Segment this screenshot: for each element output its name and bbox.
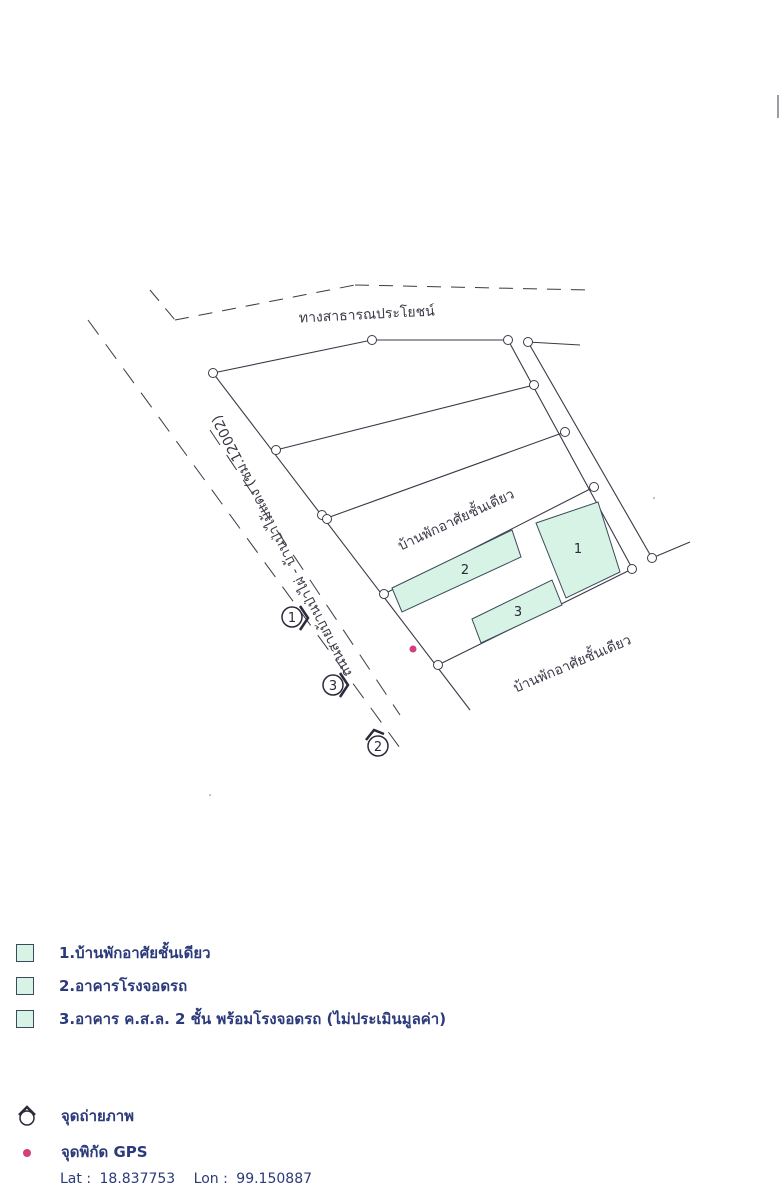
lon-label: Lon : [193,1171,228,1187]
lon-value: 99.150887 [236,1171,313,1187]
building-3-number: 3 [514,605,522,620]
photo-point-icon [18,1105,36,1126]
photo-point-3-number: 3 [329,679,337,694]
gps-point [409,645,417,653]
building-1 [535,501,621,599]
legend-gps-point: จุดพิกัด GPS [16,1140,148,1164]
public-way-label: ทางสาธารณประโยชน์ [298,302,435,326]
legend-item-3: 3.อาคาร ค.ส.ล. 2 ชั้น พร้อมโรงจอดรถ (ไม่… [16,1007,446,1031]
legend-label-3: 3.อาคาร ค.ส.ล. 2 ชั้น พร้อมโรงจอดรถ (ไม่… [59,1010,447,1028]
legend-swatch-1 [16,944,34,962]
gps-point-icon [23,1149,31,1157]
road-label: ถนนสายบ้านป่าไผ่ - บ้านป่าไม้แดง (ชม.120… [208,412,356,680]
legend-item-2: 2.อาคารโรงจอดรถ [16,974,187,998]
legend-photo-point: จุดถ่ายภาพ [16,1104,134,1128]
lat-value: 18.837753 [99,1171,176,1187]
gps-coordinates: Lat : 18.837753 Lon : 99.150887 [60,1171,316,1187]
buildings [391,501,621,644]
survey-markers [208,335,657,670]
photo-point-1: 1 [281,605,310,631]
legend-label-1: 1.บ้านพักอาศัยชั้นเดียว [59,944,211,962]
building-3 [471,579,563,644]
legend-item-1: 1.บ้านพักอาศัยชั้นเดียว [16,941,211,965]
photo-point-1-number: 1 [288,611,296,626]
legend-label-2: 2.อาคารโรงจอดรถ [59,977,188,995]
photo-point-2-number: 2 [374,740,382,755]
legend-swatch-2 [16,977,34,995]
public-way [149,284,591,321]
building-2 [391,529,522,613]
legend-photo-point-label: จุดถ่ายภาพ [61,1107,135,1125]
photo-point-2: 2 [365,728,389,757]
lat-label: Lat : [60,1171,92,1187]
legend-gps-point-label: จุดพิกัด GPS [61,1143,148,1161]
legend-swatch-3 [16,1010,34,1028]
road [87,319,401,749]
photo-point-3: 3 [322,672,350,698]
parcel-label-lower: บ้านพักอาศัยชั้นเดียว [510,629,634,696]
building-2-number: 2 [461,563,469,578]
building-1-number: 1 [574,542,582,557]
